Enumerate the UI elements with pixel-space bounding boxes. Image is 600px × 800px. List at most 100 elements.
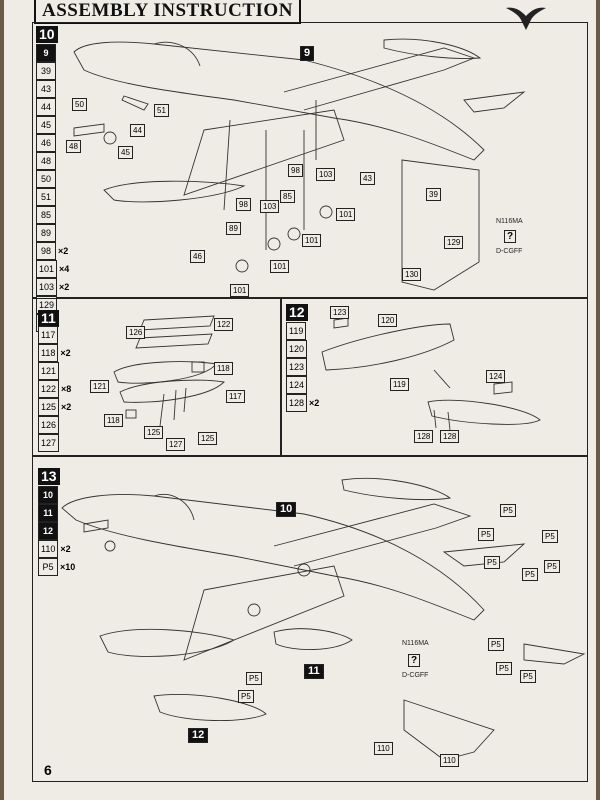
part-list-row: 85 [36, 206, 69, 224]
callout-part-120: 120 [378, 314, 398, 327]
callout-part-130: 130 [402, 268, 422, 281]
part-number: 128 [286, 394, 308, 412]
part-list-row: 39 [36, 62, 69, 80]
part-list-row: 128×2 [286, 394, 319, 412]
part-list-row: 121 [38, 362, 71, 380]
step-11-panel [32, 298, 282, 456]
part-number: 120 [286, 340, 308, 358]
callout-part-12: 12 [188, 728, 209, 743]
callout-part-11: 11 [304, 664, 324, 679]
part-quantity: ×2 [60, 544, 71, 554]
part-list-row: 110×2 [38, 540, 75, 558]
step-10-parts-list: 93943444546485051858998×2101×4103×212913… [36, 44, 69, 332]
part-list-row: 44 [36, 98, 69, 116]
part-number: 51 [36, 188, 56, 206]
page-title: ASSEMBLY INSTRUCTION [34, 0, 301, 24]
callout-part-119: 119 [390, 378, 409, 391]
step-13-aircraft-drawing [61, 477, 586, 761]
callout-part-123: 123 [330, 306, 350, 319]
part-number: 127 [38, 434, 60, 452]
callout-part-101d: 101 [230, 284, 250, 297]
decal-question-icon: ? [504, 230, 517, 243]
part-list-row: 10 [38, 486, 75, 504]
part-list-row: 103×2 [36, 278, 69, 296]
callout-p5-2: P5 [478, 528, 494, 541]
part-number: 129 [36, 296, 58, 314]
callout-part-122: 122 [214, 318, 234, 331]
part-number: 11 [38, 504, 58, 522]
part-number: 126 [38, 416, 60, 434]
part-number: 110 [38, 540, 59, 558]
part-number: 124 [286, 376, 308, 394]
part-quantity: ×2 [59, 282, 70, 292]
part-list-row: 119 [286, 322, 319, 340]
callout-p5-11: P5 [520, 670, 536, 683]
callout-part-118a: 118 [214, 362, 233, 375]
part-quantity: ×2 [58, 246, 69, 256]
callout-part-126: 126 [126, 326, 146, 339]
callout-part-44: 44 [130, 124, 145, 137]
callout-p5-3: P5 [542, 530, 558, 543]
callout-part-121: 121 [90, 380, 110, 393]
page-number: 6 [44, 762, 52, 778]
part-quantity: ×4 [59, 264, 70, 274]
callout-part-129: 129 [444, 236, 464, 249]
part-number: 98 [36, 242, 56, 260]
callout-part-103a: 103 [260, 200, 280, 213]
part-number: 89 [36, 224, 56, 242]
callout-p5-5: P5 [522, 568, 538, 581]
part-list-row: 43 [36, 80, 69, 98]
part-number: 118 [38, 344, 59, 362]
callout-part-85: 85 [280, 190, 295, 203]
callout-p5-1: P5 [500, 504, 516, 517]
callout-part-110b: 110 [440, 754, 459, 767]
part-number: 12 [38, 522, 58, 540]
part-number: 122 [38, 380, 60, 398]
part-number: 121 [38, 362, 60, 380]
callout-part-39: 39 [426, 188, 441, 201]
part-number: 45 [36, 116, 56, 134]
callout-part-101a: 101 [336, 208, 356, 221]
part-list-row: 46 [36, 134, 69, 152]
part-list-row: 101×4 [36, 260, 69, 278]
callout-part-45: 45 [118, 146, 133, 159]
step-13-panel [32, 456, 588, 782]
part-number: P5 [38, 558, 58, 576]
callout-part-110a: 110 [374, 742, 393, 755]
callout-part-127: 127 [166, 438, 186, 451]
callout-part-98b: 98 [288, 164, 303, 177]
part-quantity: ×2 [61, 402, 72, 412]
callout-part-103b: 103 [316, 168, 336, 181]
step-11-number: 11 [38, 310, 59, 327]
part-number: 125 [38, 398, 60, 416]
part-list-row: 48 [36, 152, 69, 170]
part-list-row: 51 [36, 188, 69, 206]
part-number: 123 [286, 358, 308, 376]
callout-part-98a: 98 [236, 198, 251, 211]
part-list-row: 50 [36, 170, 69, 188]
part-number: 85 [36, 206, 56, 224]
part-quantity: ×8 [61, 384, 72, 394]
callout-part-9: 9 [300, 46, 315, 61]
callout-part-48: 48 [66, 140, 81, 153]
decal-question-icon: ? [408, 654, 421, 667]
part-list-row: 123 [286, 358, 319, 376]
callout-part-10: 10 [276, 502, 297, 517]
step-10-number: 10 [36, 26, 58, 43]
callout-part-51: 51 [154, 104, 169, 117]
callout-part-117: 117 [226, 390, 245, 403]
part-number: 117 [38, 326, 59, 344]
part-number: 43 [36, 80, 56, 98]
callout-part-101c: 101 [270, 260, 290, 273]
callout-part-125b: 125 [198, 432, 218, 445]
part-number: 44 [36, 98, 56, 116]
part-list-row: P5×10 [38, 558, 75, 576]
callout-part-124: 124 [486, 370, 506, 383]
part-list-row: 89 [36, 224, 69, 242]
part-list-row: 12 [38, 522, 75, 540]
callout-part-118b: 118 [104, 414, 123, 427]
step-12-drawing [321, 317, 541, 431]
